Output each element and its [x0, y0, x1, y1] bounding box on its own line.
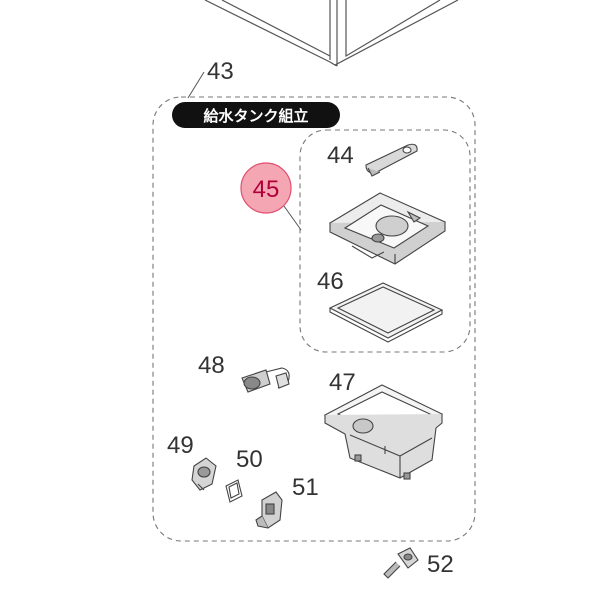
highlight-leader-line: [283, 205, 302, 231]
assembly-leader-line: [187, 71, 205, 99]
part-label-47: 47: [329, 369, 356, 396]
part-50-drawing: [225, 479, 243, 503]
part-49-drawing: [191, 457, 217, 491]
highlight-part-number: 45: [253, 176, 280, 203]
assembly-number-label: 43: [207, 58, 234, 85]
part-48-drawing: [241, 367, 290, 393]
assembly-title-badge: [172, 102, 340, 128]
part-label-48: 48: [198, 352, 225, 379]
part-label-51: 51: [292, 474, 319, 501]
highlight-circle: [240, 162, 292, 214]
part-label-50: 50: [236, 446, 263, 473]
refrigerator-body-drawing: [204, 0, 459, 67]
part-46-drawing: [328, 282, 444, 343]
part-label-52: 52: [427, 551, 454, 578]
part-label-44: 44: [327, 142, 354, 169]
part-47-drawing: [323, 384, 444, 480]
part-label-46: 46: [317, 268, 344, 295]
part-45-drawing: [328, 192, 447, 265]
assembly-title-text: 給水タンク組立: [203, 107, 308, 125]
part-label-49: 49: [167, 432, 194, 459]
subassembly-boundary: [299, 129, 471, 353]
assembly-boundary: [152, 96, 476, 542]
part-52-drawing: [383, 547, 419, 579]
part-44-drawing: [365, 143, 418, 177]
part-51-drawing: [255, 491, 283, 529]
